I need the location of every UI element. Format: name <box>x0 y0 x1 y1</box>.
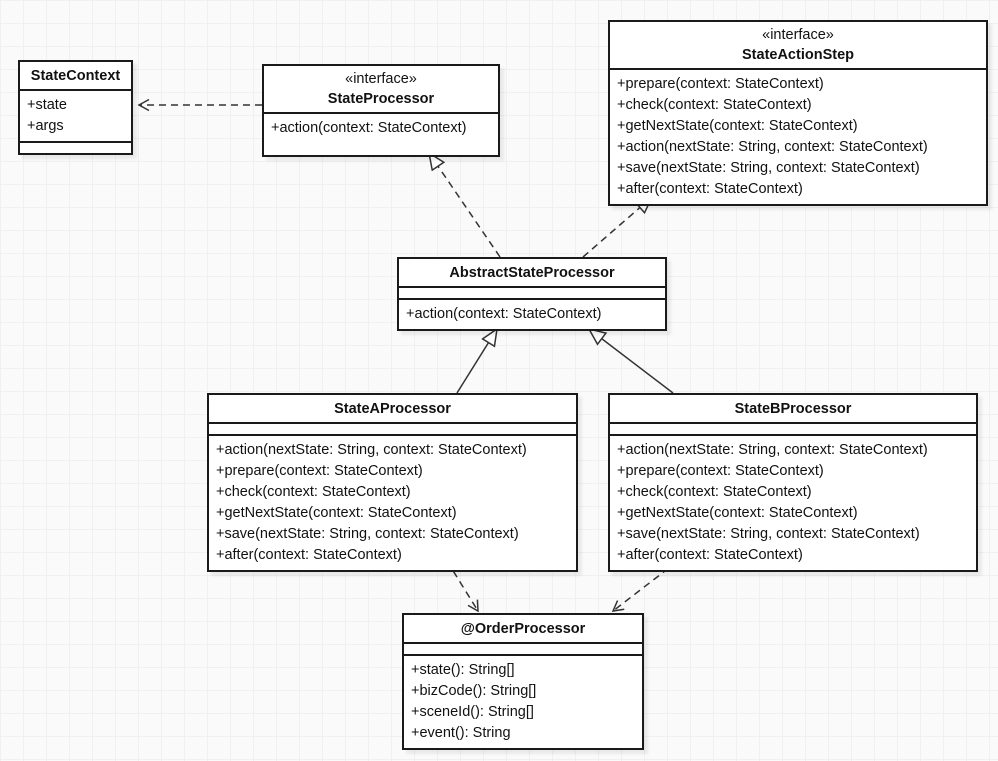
member-line: +getNextState(context: StateContext) <box>216 505 457 521</box>
member-line: +sceneId(): String[] <box>411 704 534 720</box>
class-statecontext: StateContext +state +args <box>18 60 133 155</box>
member-line: +check(context: StateContext) <box>216 484 411 500</box>
class-stateprocessor: «interface» StateProcessor +action(conte… <box>262 64 500 157</box>
methods-compartment: +action(nextState: String, context: Stat… <box>610 434 976 570</box>
methods-compartment: +state(): String[] +bizCode(): String[] +s… <box>404 654 642 748</box>
class-title: StateAProcessor <box>209 395 576 422</box>
class-statebprocessor: StateBProcessor +action(nextState: Strin… <box>608 393 978 572</box>
member-line: +action(nextState: String, context: Stat… <box>617 139 928 155</box>
class-name: StateBProcessor <box>734 401 852 417</box>
member-line: +after(context: StateContext) <box>216 547 402 563</box>
member-line: +action(context: StateContext) <box>271 120 467 136</box>
methods-compartment: +action(context: StateContext) <box>399 298 665 329</box>
methods-compartment: +action(nextState: String, context: Stat… <box>209 434 576 570</box>
member-line: +action(nextState: String, context: Stat… <box>216 442 527 458</box>
member-line: +check(context: StateContext) <box>617 484 812 500</box>
edge-abstractstateprocessor-realizes-stateprocessor <box>429 153 501 258</box>
member-line: +prepare(context: StateContext) <box>216 463 423 479</box>
edge-statebprocessor-extends-abstractstateprocessor <box>589 329 674 394</box>
member-line: +state <box>27 97 67 113</box>
empty-compartment <box>399 286 665 298</box>
member-line: +after(context: StateContext) <box>617 181 803 197</box>
member-line: +getNextState(context: StateContext) <box>617 118 858 134</box>
member-line: +state(): String[] <box>411 662 515 678</box>
member-line: +after(context: StateContext) <box>617 547 803 563</box>
member-line: +action(nextState: String, context: Stat… <box>617 442 928 458</box>
empty-compartment <box>209 422 576 434</box>
class-name: StateProcessor <box>327 91 435 107</box>
empty-compartment <box>610 422 976 434</box>
class-title: AbstractStateProcessor <box>399 259 665 286</box>
class-name: StateContext <box>30 68 121 84</box>
class-title: @OrderProcessor <box>404 615 642 642</box>
member-line: +args <box>27 118 64 134</box>
member-line: +event(): String <box>411 725 511 741</box>
class-name: StateAProcessor <box>334 401 451 417</box>
member-line: +save(nextState: String, context: StateC… <box>617 526 920 542</box>
methods-compartment: +prepare(context: StateContext) +check(co… <box>610 68 986 204</box>
class-stereotype: «interface» <box>345 71 417 87</box>
class-name: AbstractStateProcessor <box>449 265 615 281</box>
class-stateactionstep: «interface» StateActionStep +prepare(con… <box>608 20 988 206</box>
member-line: +action(context: StateContext) <box>406 306 602 322</box>
attributes-compartment: +state +args <box>20 89 131 141</box>
class-name: @OrderProcessor <box>460 621 586 637</box>
class-stereotype: «interface» <box>762 27 834 43</box>
member-line: +bizCode(): String[] <box>411 683 537 699</box>
empty-compartment <box>404 642 642 654</box>
class-name: StateActionStep <box>742 47 854 63</box>
member-line: +save(nextState: String, context: StateC… <box>617 160 920 176</box>
member-line: +save(nextState: String, context: StateC… <box>216 526 519 542</box>
member-line: +getNextState(context: StateContext) <box>617 505 858 521</box>
edge-stateaprocessor-extends-abstractstateprocessor <box>456 329 497 394</box>
class-title: «interface» StateProcessor <box>264 66 498 112</box>
empty-compartment <box>20 141 131 153</box>
class-orderprocessor: @OrderProcessor +state(): String[] +bizCo… <box>402 613 644 750</box>
member-line: +prepare(context: StateContext) <box>617 76 824 92</box>
class-title: «interface» StateActionStep <box>610 22 986 68</box>
class-abstractstateprocessor: AbstractStateProcessor +action(context: … <box>397 257 667 331</box>
member-line: +check(context: StateContext) <box>617 97 812 113</box>
class-title: StateContext <box>20 62 131 89</box>
edge-abstractstateprocessor-realizes-stateactionstep <box>582 197 652 258</box>
member-line: +prepare(context: StateContext) <box>617 463 824 479</box>
class-stateaprocessor: StateAProcessor +action(nextState: Strin… <box>207 393 578 572</box>
methods-compartment: +action(context: StateContext) <box>264 112 498 155</box>
class-title: StateBProcessor <box>610 395 976 422</box>
